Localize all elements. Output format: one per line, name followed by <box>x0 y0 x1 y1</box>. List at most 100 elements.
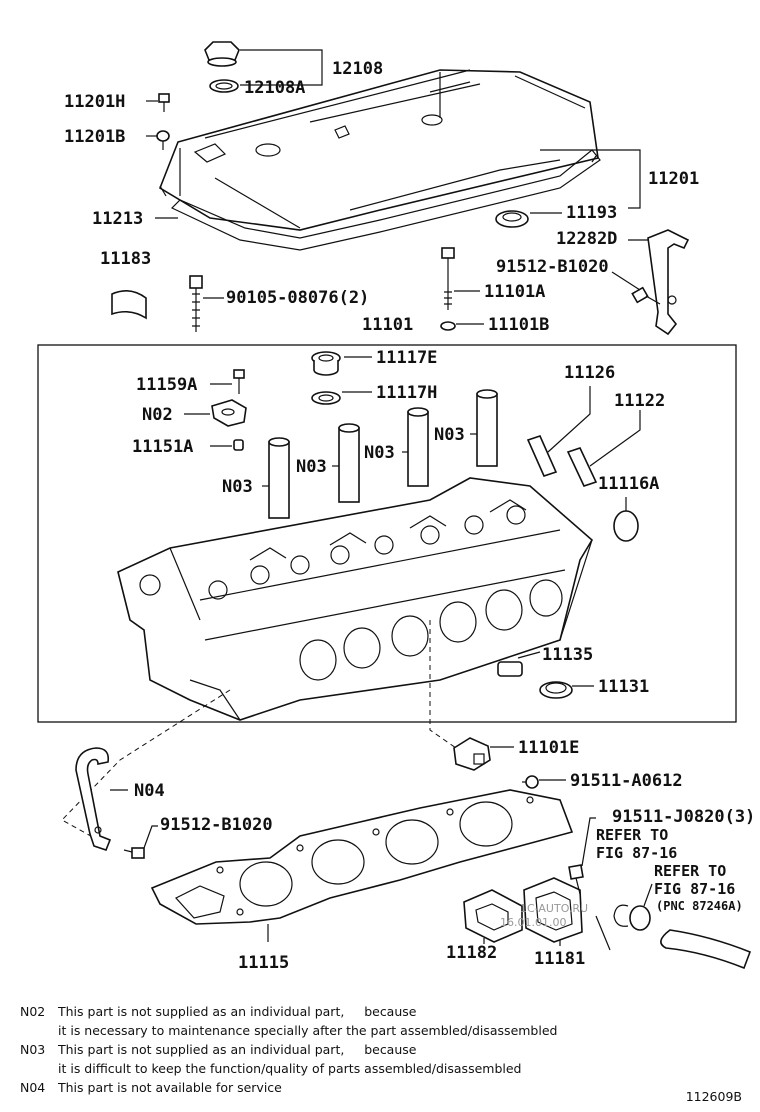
filler-cap-gasket <box>209 79 239 93</box>
note-text: This part is not supplied as an individu… <box>58 1004 417 1019</box>
bolt-91512-bottom <box>123 847 145 859</box>
label-91511-J0820: 91511-J0820(3) <box>612 807 755 827</box>
bearing-cap-N02 <box>211 399 247 427</box>
leader-11201 <box>628 149 641 209</box>
bolt-91511-J0820 <box>568 864 584 895</box>
bolt-91512-top <box>631 286 661 305</box>
label-90105-08076: 90105-08076(2) <box>226 288 369 308</box>
leader-12108 <box>240 49 323 86</box>
label-N03-c: N03 <box>364 443 395 463</box>
head-gasket-11115 <box>150 789 574 925</box>
seal-11193 <box>495 210 529 228</box>
label-11126: 11126 <box>564 363 615 383</box>
refer-to-2: REFER TO <box>654 862 726 880</box>
label-11101E: 11101E <box>518 738 579 758</box>
gasket-11117H <box>311 391 341 405</box>
bolt-91511-A0612 <box>522 775 539 789</box>
sensor-11101E <box>453 737 491 771</box>
label-11201: 11201 <box>648 169 699 189</box>
bolt-11201H <box>158 93 170 112</box>
note-code: N02 <box>20 1004 46 1019</box>
watermark-line1: 1C-AUTO.RU <box>520 902 588 915</box>
refer-to-1: REFER TO <box>596 826 668 844</box>
label-N03-d: N03 <box>434 425 465 445</box>
figure-id: 112609B <box>685 1089 742 1104</box>
label-91511-A0612: 91511-A0612 <box>570 771 683 791</box>
label-12282D: 12282D <box>556 229 617 249</box>
label-11183: 11183 <box>100 249 151 269</box>
washer-11101B <box>440 321 456 331</box>
grommet-11201B <box>156 130 170 150</box>
note-text: it is difficult to keep the function/qua… <box>58 1061 522 1076</box>
gasket-11182 <box>463 889 523 943</box>
tube-n03-3 <box>407 407 429 487</box>
note-text: This part is not supplied as an individu… <box>58 1042 417 1057</box>
label-91512-B1020-top: 91512-B1020 <box>496 257 609 277</box>
label-11201B: 11201B <box>64 127 125 147</box>
label-N04: N04 <box>134 781 165 801</box>
housing-11181 <box>523 877 611 951</box>
valve-guide-11122 <box>566 447 598 487</box>
label-11181: 11181 <box>534 949 585 969</box>
engine-hanger-12282D <box>647 229 690 336</box>
label-11101B: 11101B <box>488 315 549 335</box>
note-text: This part is not available for service <box>58 1080 282 1095</box>
label-11101: 11101 <box>362 315 413 335</box>
refer-pnc-2: (PNC 87246A) <box>656 899 743 913</box>
engine-head-exploded-diagram: 12108 12108A 11201H 11201B 11201 11193 1… <box>37 41 755 973</box>
hose-clamp-and-hose <box>613 904 752 970</box>
note-N03: N03 This part is not supplied as an indi… <box>20 1040 740 1059</box>
pin-11151A <box>233 439 244 451</box>
refer-fig-1: FIG 87-16 <box>596 844 677 862</box>
label-11101A: 11101A <box>484 282 545 302</box>
label-11193: 11193 <box>566 203 617 223</box>
label-11117E: 11117E <box>376 348 437 368</box>
label-11159A: 11159A <box>136 375 197 395</box>
note-N02-cont: it is necessary to maintenance specially… <box>20 1021 740 1040</box>
label-11201H: 11201H <box>64 92 125 112</box>
cam-plug-11183 <box>111 290 147 320</box>
note-N04: N04 This part is not available for servi… <box>20 1078 740 1097</box>
cylinder-head-cover <box>159 69 599 231</box>
label-11117H: 11117H <box>376 383 437 403</box>
tube-n03-2 <box>338 423 360 503</box>
plug-11135 <box>497 661 523 677</box>
label-11151A: 11151A <box>132 437 193 457</box>
note-code: N04 <box>20 1080 46 1095</box>
tube-n03-1 <box>268 437 290 519</box>
label-11116A: 11116A <box>598 474 659 494</box>
plug-11116A <box>613 510 639 542</box>
label-11182: 11182 <box>446 943 497 963</box>
tube-n03-4 <box>476 389 498 467</box>
label-11122: 11122 <box>614 391 665 411</box>
plug-11117E <box>311 351 341 376</box>
label-N03-b: N03 <box>296 457 327 477</box>
label-11115: 11115 <box>238 953 289 973</box>
head-bolt-11101A <box>441 247 455 310</box>
footnotes: N02 This part is not supplied as an indi… <box>20 1002 740 1097</box>
label-11131: 11131 <box>598 677 649 697</box>
watermark-line2: 16.01.01.00 <box>500 916 566 929</box>
note-N02: N02 This part is not supplied as an indi… <box>20 1002 740 1021</box>
valve-guide-11126 <box>526 435 558 477</box>
note-indent <box>20 1021 58 1040</box>
plug-11131 <box>539 681 573 699</box>
note-code: N03 <box>20 1042 46 1057</box>
label-11135: 11135 <box>542 645 593 665</box>
label-91512-B1020-bottom: 91512-B1020 <box>160 815 273 835</box>
label-11213: 11213 <box>92 209 143 229</box>
cylinder-head <box>117 477 594 721</box>
sub-assembly-box <box>37 344 737 723</box>
hanger-N04 <box>75 747 112 851</box>
label-12108A: 12108A <box>244 78 305 98</box>
note-text: it is necessary to maintenance specially… <box>58 1023 558 1038</box>
refer-fig-2: FIG 87-16 <box>654 880 735 898</box>
stud-11159A <box>233 369 245 394</box>
dash-to-11101E <box>429 620 457 749</box>
label-12108: 12108 <box>332 59 383 79</box>
note-indent <box>20 1059 58 1078</box>
bolt-90105 <box>189 275 203 332</box>
label-N03-a: N03 <box>222 477 253 497</box>
label-N02: N02 <box>142 405 173 425</box>
oil-filler-cap <box>204 41 240 67</box>
